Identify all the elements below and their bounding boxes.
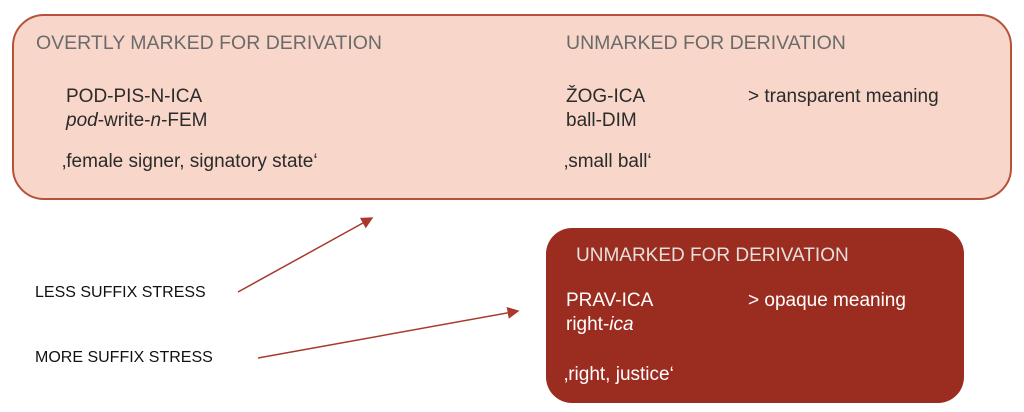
- opaque-word: PRAV-ICA: [566, 290, 654, 311]
- opaque-meaning: ‚right, justice‘: [564, 364, 674, 385]
- marked-gloss: pod-write-n-FEM: [66, 110, 208, 132]
- marked-heading: OVERTLY MARKED FOR DERIVATION: [36, 32, 383, 54]
- opaque-heading: UNMARKED FOR DERIVATION: [576, 245, 849, 266]
- overtly-marked-box: [12, 14, 1012, 200]
- opaque-gloss: right-ica: [566, 314, 634, 336]
- transparent-word: ŽOG-ICA: [566, 86, 646, 107]
- more-suffix-stress-label: MORE SUFFIX STRESS: [35, 349, 213, 366]
- transparent-gloss: ball-DIM: [566, 110, 637, 131]
- arrow-less-to-marked: [237, 217, 374, 293]
- opaque-box: [546, 228, 964, 403]
- marked-word: POD-PIS-N-ICA: [66, 86, 203, 107]
- gloss-part: -write-: [97, 110, 151, 131]
- gloss-part: -FEM: [161, 110, 208, 131]
- gloss-part: right-: [566, 314, 610, 335]
- transparent-meaning: ‚small ball‘: [564, 151, 652, 172]
- transparent-note: > transparent meaning: [748, 86, 939, 107]
- gloss-part: n: [150, 110, 162, 131]
- gloss-part: pod: [66, 110, 98, 131]
- opaque-note: > opaque meaning: [748, 290, 906, 311]
- transparent-heading: UNMARKED FOR DERIVATION: [566, 32, 846, 54]
- arrow-more-to-opaque: [257, 306, 520, 359]
- less-suffix-stress-label: LESS SUFFIX STRESS: [35, 284, 206, 301]
- gloss-part: ica: [609, 314, 634, 335]
- marked-meaning: ‚female signer, signatory state‘: [62, 151, 318, 172]
